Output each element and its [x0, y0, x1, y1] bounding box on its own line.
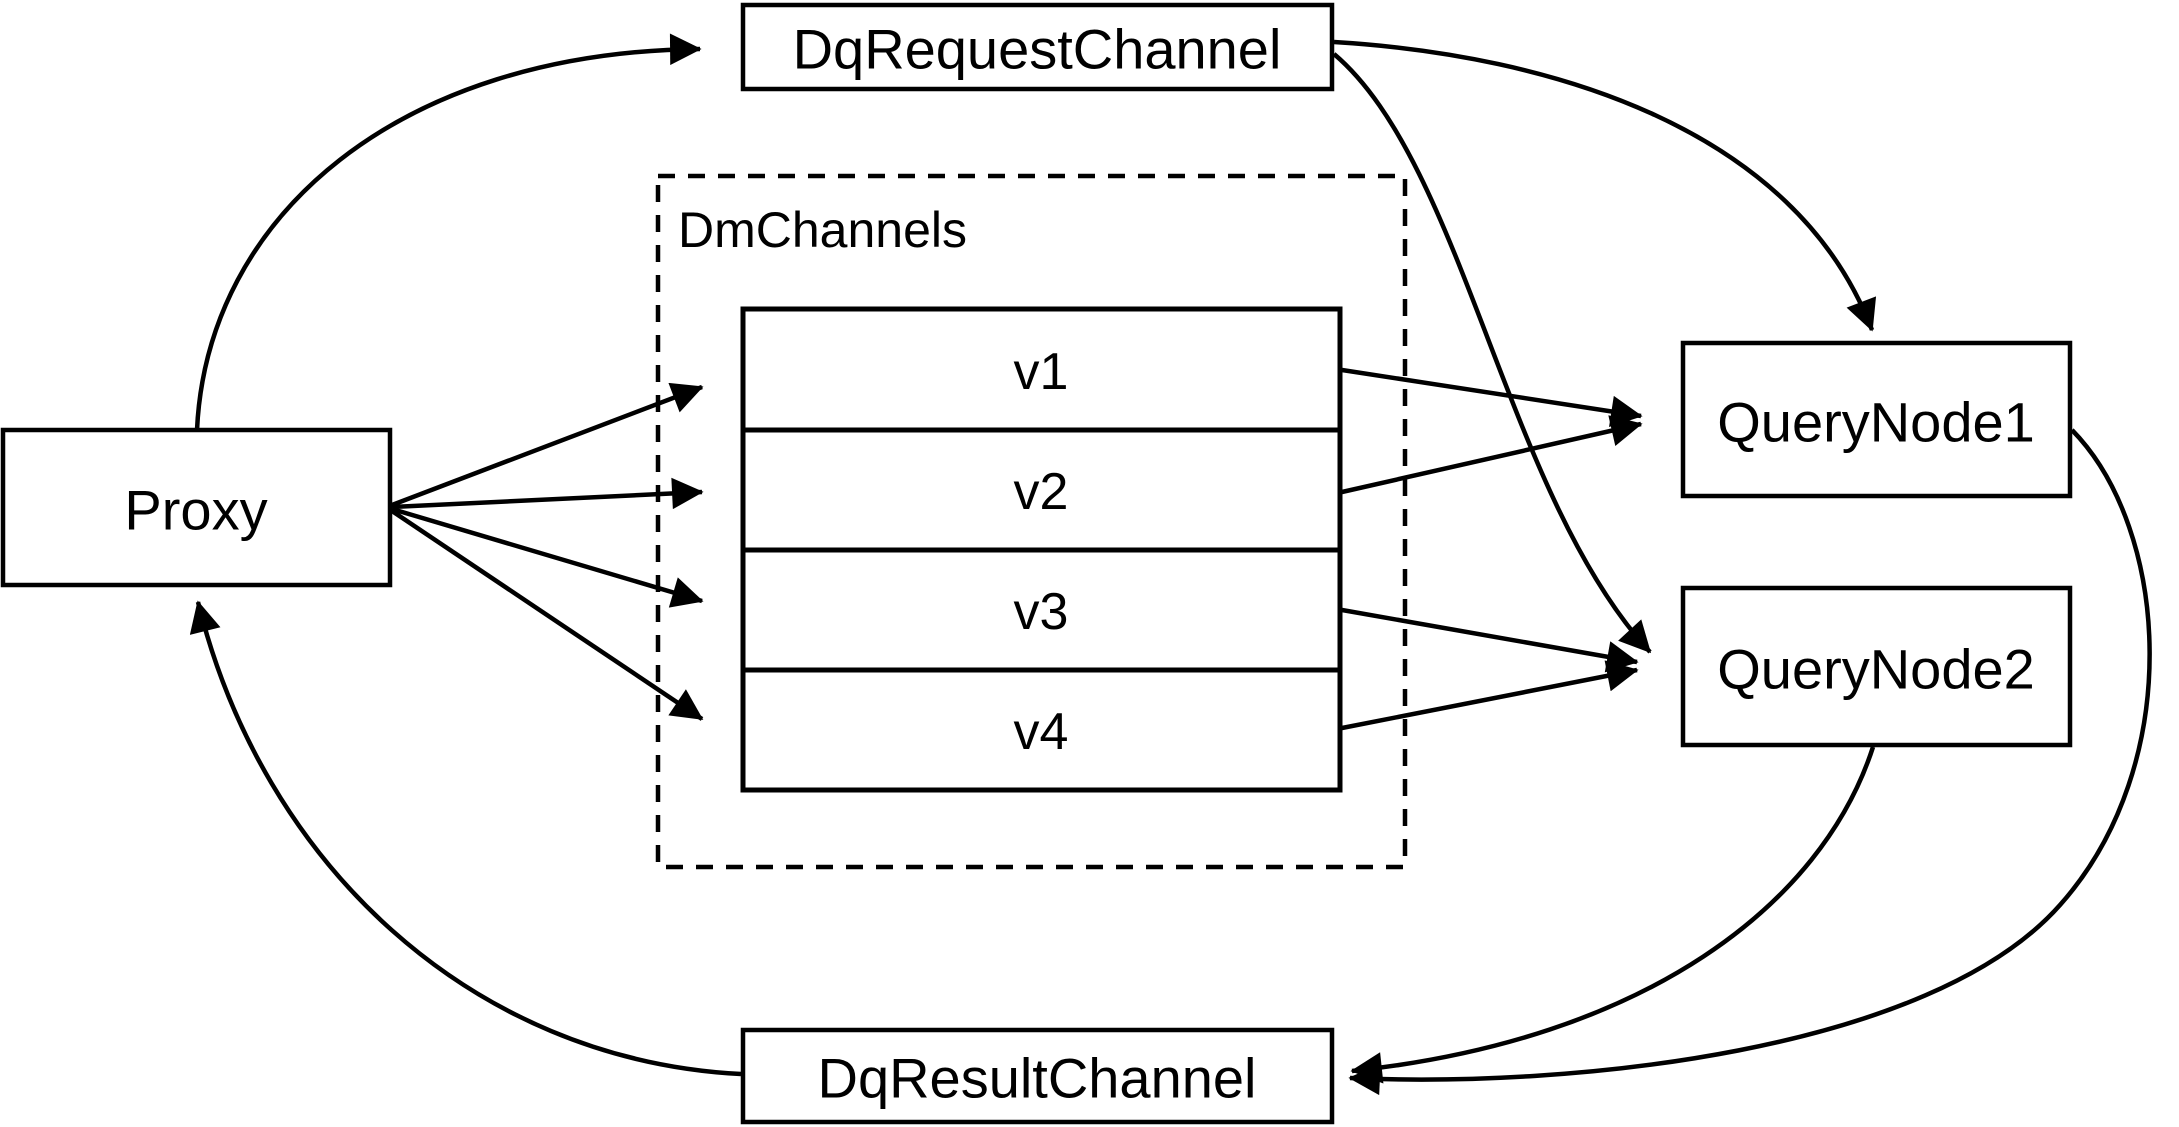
dm-channels-group: DmChannels v1 v2 v3 v4	[655, 173, 1408, 870]
dq-result-channel-label: DqResultChannel	[818, 1047, 1257, 1110]
dm-channels-label: DmChannels	[678, 202, 967, 258]
query-node-2-box	[1680, 585, 2073, 748]
edge-proxy-to-v2	[391, 477, 704, 510]
edge-proxy-to-v3	[391, 506, 704, 608]
channel-v2-label: v2	[1014, 463, 1069, 521]
dm-channels-container	[655, 173, 1408, 870]
edge-dqrequestchannel-to-querynode1	[1333, 39, 1877, 332]
edge-proxy-to-v1	[391, 382, 704, 508]
edge-proxy-to-v4	[390, 509, 704, 721]
dq-result-channel-box	[740, 1027, 1335, 1125]
channel-v1-label: v1	[1014, 343, 1069, 401]
dq-request-channel-label: DqRequestChannel	[793, 18, 1282, 81]
edge-querynode2-to-dqresultchannel	[1350, 746, 1876, 1084]
edge-v3-to-querynode2	[1341, 607, 1639, 673]
channel-v4-label: v4	[1014, 703, 1069, 761]
query-node-2-label: QueryNode2	[1717, 638, 2035, 701]
edge-group	[189, 33, 2152, 1096]
edge-v2-to-querynode1	[1341, 415, 1643, 495]
node-query-node-1: QueryNode1	[1680, 340, 2073, 499]
dq-request-channel-box	[740, 2, 1335, 92]
node-query-node-2: QueryNode2	[1680, 585, 2073, 748]
query-node-1-label: QueryNode1	[1717, 391, 2035, 454]
query-node-1-box	[1680, 340, 2073, 499]
edge-dqresultchannel-to-proxy	[189, 600, 742, 1077]
node-dq-result-channel: DqResultChannel	[740, 1027, 1335, 1125]
node-proxy: Proxy	[0, 427, 393, 588]
proxy-box	[0, 427, 393, 588]
edge-v4-to-querynode2	[1341, 660, 1639, 731]
node-dq-request-channel: DqRequestChannel	[740, 2, 1335, 92]
edge-dqrequestchannel-to-querynode2	[1332, 52, 1652, 654]
proxy-label: Proxy	[124, 479, 267, 542]
edge-proxy-to-dqrequestchannel	[194, 33, 702, 431]
edge-v1-to-querynode1	[1341, 367, 1643, 428]
channel-v3-label: v3	[1014, 583, 1069, 641]
edge-querynode1-to-dqresultchannel	[1348, 428, 2152, 1096]
